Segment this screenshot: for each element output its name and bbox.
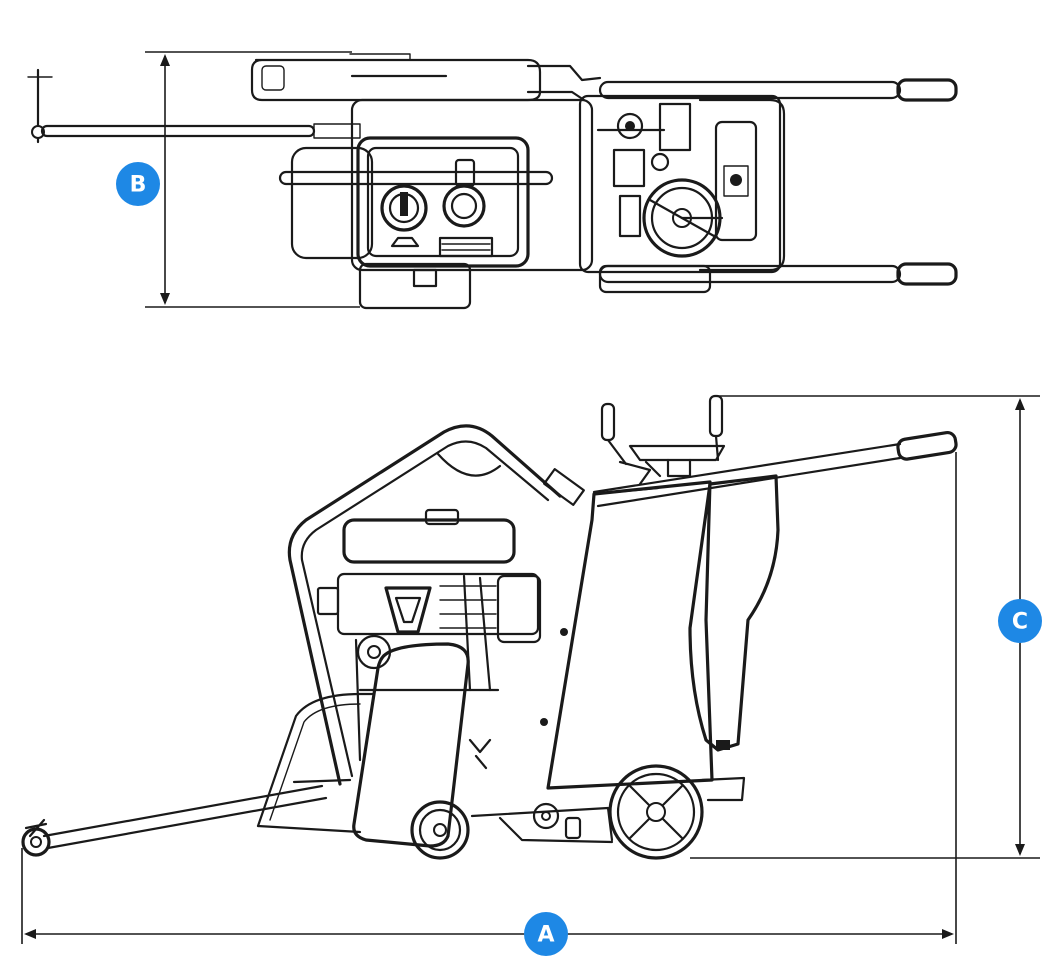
front-roller bbox=[410, 800, 614, 860]
height-badge-circle bbox=[998, 599, 1042, 643]
side-view bbox=[21, 394, 1040, 944]
operator-column bbox=[540, 474, 780, 790]
pointer-rod bbox=[27, 68, 361, 144]
handle-bar-side bbox=[592, 430, 958, 508]
length-dimension-line bbox=[21, 452, 957, 944]
width-badge-circle bbox=[116, 162, 160, 206]
length-badge-circle bbox=[524, 912, 568, 956]
top-view bbox=[27, 51, 958, 310]
width-badge-label: B bbox=[130, 173, 147, 198]
height-badge: C bbox=[998, 599, 1042, 643]
length-badge-label: A bbox=[537, 923, 554, 948]
rear-wheel bbox=[608, 764, 746, 860]
width-badge: B bbox=[116, 162, 160, 206]
control-panel-top bbox=[578, 94, 786, 294]
handle-bars-top bbox=[598, 78, 958, 286]
control-levers bbox=[600, 394, 726, 486]
pointer-arm bbox=[21, 784, 328, 857]
length-badge: A bbox=[524, 912, 568, 956]
engine-top bbox=[278, 98, 594, 310]
height-badge-label: C bbox=[1012, 610, 1028, 635]
width-dimension-line bbox=[145, 51, 360, 308]
belt-cover bbox=[352, 642, 492, 848]
engine-side bbox=[316, 508, 542, 762]
fuel-tank bbox=[250, 53, 602, 102]
frame-loop bbox=[287, 424, 585, 786]
